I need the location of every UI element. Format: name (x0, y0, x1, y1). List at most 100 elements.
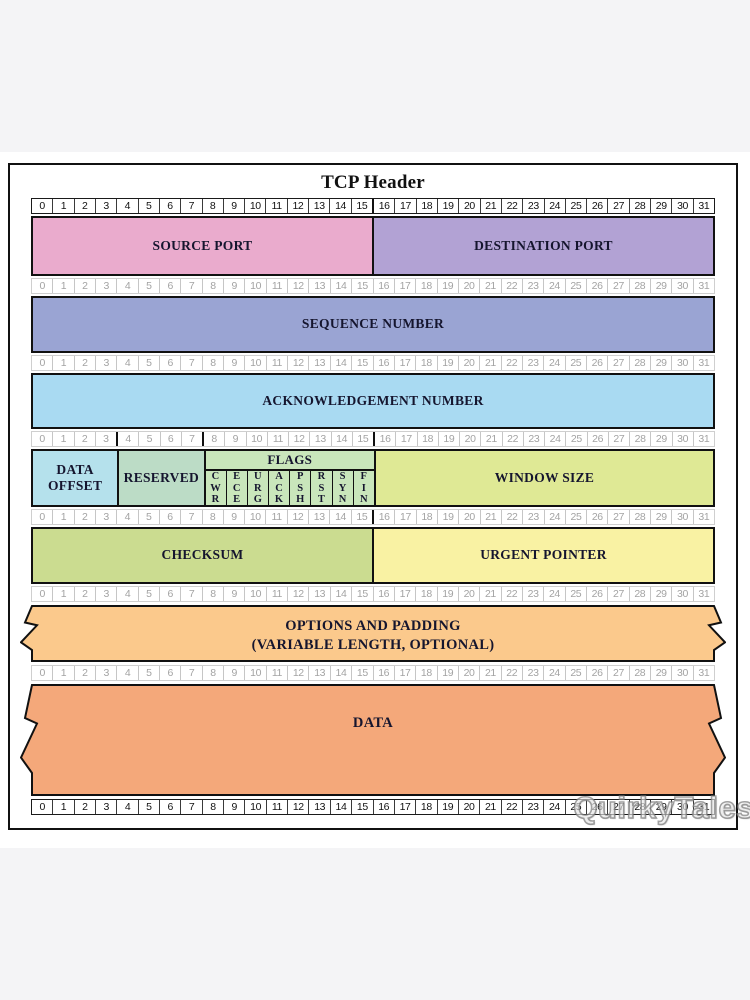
bit-number: 5 (137, 800, 159, 814)
bit-number: 16 (372, 199, 394, 213)
diagram-title: TCP Header (321, 172, 425, 193)
bit-number: 23 (521, 587, 543, 601)
bit-number: 11 (265, 356, 287, 370)
bit-number: 23 (522, 510, 543, 524)
bit-number: 17 (395, 432, 416, 446)
bit-number: 21 (479, 279, 500, 293)
bit-number: 12 (287, 587, 308, 601)
bit-number: 17 (393, 587, 415, 601)
bit-number: 10 (245, 432, 267, 446)
bit-number: 16 (372, 356, 394, 370)
bit-number: 12 (287, 666, 308, 680)
bit-number: 15 (351, 800, 372, 814)
bit-number: 14 (330, 432, 352, 446)
bit-number: 31 (692, 432, 714, 446)
bit-number: 27 (607, 800, 628, 814)
bit-number: 29 (650, 432, 671, 446)
bit-number: 2 (73, 510, 95, 524)
bit-number: 27 (607, 279, 628, 293)
banner-label: OPTIONS AND PADDING (285, 618, 460, 634)
bit-number: 31 (692, 800, 714, 814)
bit-number: 23 (521, 666, 543, 680)
bit-number: 15 (350, 510, 372, 524)
bit-number: 20 (457, 279, 479, 293)
bit-number: 3 (95, 587, 116, 601)
bit-number: 11 (265, 279, 287, 293)
bit-number: 27 (607, 199, 628, 213)
bit-number: 17 (393, 800, 415, 814)
bit-number: 9 (224, 432, 245, 446)
bit-number: 31 (692, 279, 714, 293)
bit-number: 0 (39, 200, 45, 212)
bit-number: 30 (671, 279, 692, 293)
bit-number: 19 (436, 510, 458, 524)
bit-number: 24 (543, 279, 564, 293)
bit-number: 0 (39, 357, 45, 369)
bit-number: 30 (671, 800, 692, 814)
torn-ribbon-shape (20, 605, 726, 662)
bit-number: 19 (436, 279, 458, 293)
bit-number: 16 (372, 800, 394, 814)
bit-number: 22 (500, 356, 522, 370)
bit-number: 24 (544, 432, 565, 446)
bit-number: 11 (265, 666, 287, 680)
flag-cwr: C W R (210, 471, 221, 505)
bit-number: 5 (137, 587, 159, 601)
bit-number: 24 (543, 356, 564, 370)
bit-number: 26 (585, 800, 607, 814)
bit-number: 8 (201, 356, 223, 370)
bit-number: 30 (671, 199, 692, 213)
bit-number: 9 (223, 587, 244, 601)
bit-number: 18 (415, 356, 436, 370)
bit-number: 30 (671, 510, 692, 524)
bit-number: 7 (180, 432, 202, 446)
flag-urg: U R G (246, 471, 268, 506)
field-window-size: WINDOW SIZE (374, 451, 713, 505)
bit-number: 10 (244, 587, 265, 601)
bit-number: 13 (308, 587, 329, 601)
bit-number: 7 (180, 510, 201, 524)
field-source-port: SOURCE PORT (33, 218, 372, 274)
bit-number: 5 (137, 356, 159, 370)
torn-ribbon-shape (20, 684, 726, 796)
bit-number: 19 (436, 666, 458, 680)
bit-number: 6 (159, 356, 180, 370)
bit-number: 29 (649, 587, 671, 601)
bit-number: 12 (286, 510, 308, 524)
bit-number: 16 (372, 666, 394, 680)
bit-number: 27 (607, 356, 628, 370)
bit-number: 3 (94, 199, 116, 213)
bit-number: 22 (500, 666, 522, 680)
bit-number: 21 (479, 800, 500, 814)
bit-number: 23 (522, 199, 543, 213)
bit-number: 4 (116, 666, 137, 680)
field-data-offset: DATA OFFSET (33, 451, 118, 505)
bit-number: 21 (479, 356, 500, 370)
bit-number: 7 (180, 279, 201, 293)
bit-number: 0 (39, 801, 45, 813)
bit-number: 27 (607, 666, 628, 680)
bit-number: 15 (351, 279, 372, 293)
bit-number: 14 (329, 587, 351, 601)
bit-number: 4 (116, 199, 137, 213)
bit-number: 26 (585, 666, 607, 680)
bit-number: 22 (500, 800, 522, 814)
bit-number: 1 (52, 666, 73, 680)
bit-number: 30 (671, 666, 692, 680)
flag-fin: F I N (352, 471, 374, 506)
bit-number: 17 (393, 356, 415, 370)
bit-number: 28 (628, 199, 650, 213)
bit-number: 13 (308, 666, 329, 680)
bit-number: 26 (585, 587, 607, 601)
bit-number: 24 (543, 587, 564, 601)
bit-number: 6 (158, 199, 180, 213)
bit-number: 24 (543, 510, 565, 524)
bit-number: 14 (329, 279, 351, 293)
bit-number: 10 (244, 356, 265, 370)
